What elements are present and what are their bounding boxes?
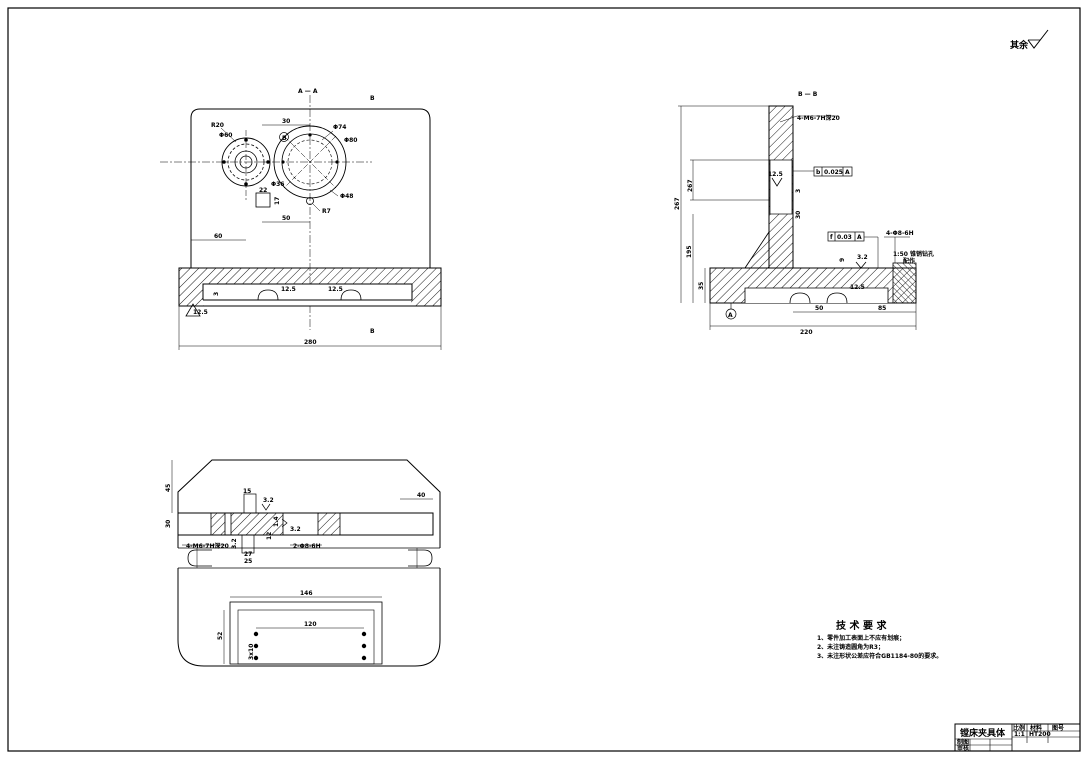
svg-text:b: b [816, 169, 821, 176]
view-aa-label: A — A [298, 88, 318, 95]
section-mark-b-top: B [370, 95, 375, 102]
svg-text:27: 27 [244, 551, 252, 558]
svg-text:3.2: 3.2 [263, 497, 274, 504]
svg-text:4-M6-7H深20: 4-M6-7H深20 [797, 114, 840, 122]
svg-text:50: 50 [282, 215, 290, 222]
top-view-outline [177, 459, 441, 548]
sheet-border [7, 7, 1081, 752]
svg-text:280: 280 [304, 339, 317, 346]
svg-text:B: B [282, 135, 287, 142]
roughness-note: 其余 [1010, 29, 1049, 51]
svg-text:15: 15 [243, 488, 251, 495]
svg-text:3.2: 3.2 [857, 254, 868, 261]
svg-text:30: 30 [282, 118, 290, 125]
svg-text:52: 52 [217, 632, 224, 640]
svg-text:3.2: 3.2 [231, 538, 238, 549]
tech-req-item-1: 1、零件加工表面上不应有划痕； [817, 634, 905, 642]
svg-text:A: A [857, 234, 862, 241]
view-bb-label: B — B [798, 91, 818, 98]
svg-text:2-Φ8-6H: 2-Φ8-6H [293, 543, 321, 550]
title-block: 镗床夹具体 比例 材料 图号 1:1 HT200 制图 审核 [954, 723, 1081, 752]
svg-text:1:50 锥销钻孔: 1:50 锥销钻孔 [893, 250, 934, 258]
svg-text:4-Φ8-6H: 4-Φ8-6H [886, 230, 914, 237]
svg-text:146: 146 [300, 590, 313, 597]
svg-text:35: 35 [698, 282, 705, 290]
svg-text:3: 3 [213, 292, 220, 296]
svg-text:Φ48: Φ48 [340, 193, 353, 200]
svg-text:4-M6-7H深20: 4-M6-7H深20 [186, 542, 229, 550]
svg-text:12: 12 [266, 532, 273, 540]
svg-text:120: 120 [304, 621, 317, 628]
svg-text:30: 30 [165, 520, 172, 528]
svg-text:Φ74: Φ74 [333, 124, 346, 131]
tech-req-item-2: 2、未注铸造圆角为R3； [817, 643, 884, 651]
svg-text:3.2: 3.2 [290, 526, 301, 533]
svg-text:22: 22 [259, 187, 267, 194]
tech-req-heading: 技 术 要 求 [836, 619, 887, 632]
top-view: 45 30 40 15 3.2 3.2 3.2 27 25 1.4 12 4-M… [165, 459, 441, 667]
technical-requirements: 技 术 要 求 1、零件加工表面上不应有划痕； 2、未注铸造圆角为R3； 3、未… [817, 619, 942, 660]
svg-text:3x10: 3x10 [248, 644, 255, 660]
svg-text:267: 267 [674, 197, 681, 210]
svg-text:30: 30 [795, 211, 802, 219]
svg-text:195: 195 [686, 245, 693, 258]
svg-text:配作: 配作 [903, 257, 915, 265]
svg-text:60: 60 [214, 233, 222, 240]
svg-text:12.5: 12.5 [193, 309, 208, 316]
svg-text:12.5: 12.5 [768, 171, 783, 178]
svg-text:12.5: 12.5 [281, 286, 296, 293]
svg-text:0.03: 0.03 [837, 234, 852, 241]
section-mark-b-bottom: B [370, 328, 375, 335]
svg-text:Φ80: Φ80 [344, 137, 357, 144]
svg-text:HT200: HT200 [1029, 731, 1051, 738]
svg-text:Φ36: Φ36 [271, 181, 284, 188]
svg-text:267: 267 [687, 179, 694, 192]
svg-text:A: A [728, 312, 733, 319]
tech-req-item-3: 3、未注形状公差应符合GB1184-80的要求。 [817, 652, 942, 660]
title-block-name: 镗床夹具体 [960, 727, 1006, 739]
svg-text:50: 50 [815, 305, 823, 312]
svg-text:25: 25 [244, 558, 252, 565]
svg-text:R7: R7 [322, 208, 331, 215]
svg-text:审核: 审核 [957, 744, 969, 752]
svg-text:17: 17 [274, 197, 281, 205]
view-aa: A — A B B 30 B R20 [160, 88, 442, 350]
svg-text:图号: 图号 [1052, 724, 1064, 732]
svg-text:45: 45 [165, 484, 172, 492]
svg-text:9: 9 [839, 258, 846, 262]
svg-text:1:1: 1:1 [1014, 731, 1025, 738]
svg-text:R20: R20 [211, 122, 224, 129]
svg-text:材料: 材料 [1029, 724, 1042, 732]
svg-text:制图: 制图 [957, 738, 969, 746]
view-bb: B — B 267 267 195 35 3 30 9 220 50 85 [674, 91, 934, 336]
svg-text:85: 85 [878, 305, 886, 312]
svg-text:0.025: 0.025 [824, 169, 843, 176]
svg-text:12.5: 12.5 [328, 286, 343, 293]
svg-text:A: A [845, 169, 850, 176]
svg-text:220: 220 [800, 329, 813, 336]
svg-text:比例: 比例 [1013, 724, 1025, 732]
svg-text:3: 3 [795, 189, 802, 193]
svg-text:1.4: 1.4 [273, 516, 280, 527]
svg-text:f: f [830, 234, 833, 241]
svg-text:12.5: 12.5 [850, 284, 865, 291]
svg-text:其余: 其余 [1010, 39, 1029, 51]
svg-text:Φ60: Φ60 [219, 132, 232, 139]
tolerance-frame-f: f 0.03 A [827, 231, 879, 268]
tolerance-frame-b: b 0.025 A [793, 166, 853, 177]
svg-text:40: 40 [417, 492, 425, 499]
